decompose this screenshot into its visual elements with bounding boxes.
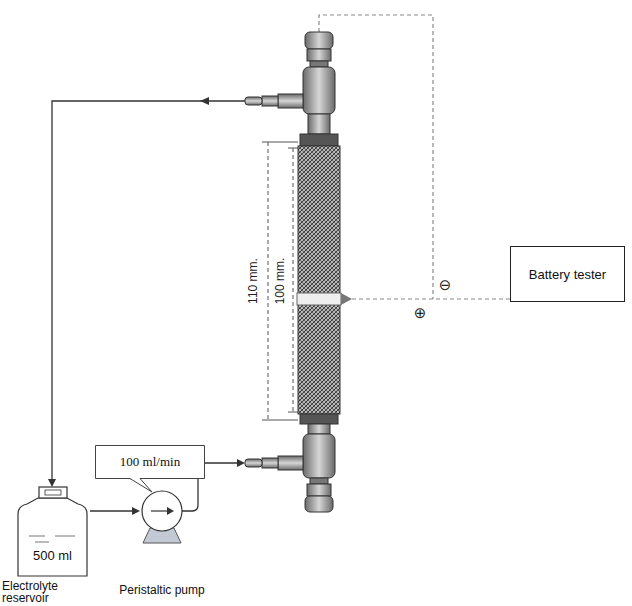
volume-label: 500 ml: [15, 548, 90, 563]
bottom-ring: [310, 478, 328, 484]
battery-tester-box: Battery tester: [510, 246, 625, 302]
dimension-label: 110 mm.: [247, 258, 260, 304]
reservoir-bottle: [15, 486, 90, 580]
positive-wire: [352, 298, 510, 299]
top-neck: [308, 114, 330, 134]
electrolyte-reservoir: 500 mlElectrolyte reservoir: [15, 486, 90, 580]
flow-rate-callout: 100 ml/min: [95, 445, 205, 479]
top-seal: [300, 134, 338, 146]
reservoir-label: Electrolyte reservoir: [2, 580, 82, 604]
pump-symbol: [140, 490, 184, 544]
bottom-seal: [300, 414, 338, 424]
tube-line: [90, 510, 133, 511]
terminal-pointer: [341, 293, 352, 305]
cap-detail: [45, 490, 61, 495]
top-body: [303, 67, 335, 114]
bottom-port-tip: [245, 459, 262, 467]
box-label: Battery tester: [525, 267, 610, 282]
bottom-port: [262, 458, 278, 468]
flow-rate-text: 100 ml/min: [120, 454, 180, 470]
bottom-body: [303, 434, 335, 478]
dimension-tick: [288, 148, 298, 412]
dimension-tick: [262, 142, 298, 420]
flow-arrowhead: [237, 459, 245, 467]
dimension-label: 100 mm.: [274, 258, 287, 305]
liquid-level: [29, 536, 75, 542]
bottom-port-nut: [278, 456, 303, 470]
flow-arrowhead: [48, 479, 56, 487]
callout-shape: [96, 446, 205, 493]
peristaltic-pump: Peristaltic pump: [140, 490, 184, 544]
bottom-nut: [307, 484, 331, 496]
terminal-symbol: ⊕: [414, 305, 427, 322]
flow-arrowhead: [200, 97, 209, 105]
pump-arrowhead: [167, 507, 174, 515]
bottle-body: [18, 498, 87, 576]
bottle-cap: [39, 487, 67, 498]
return-tube: [48, 97, 245, 487]
terminal-symbol: ⊖: [439, 277, 452, 294]
tube-line: [52, 101, 245, 480]
pump-label: Peristaltic pump: [119, 584, 204, 597]
top-nut: [307, 49, 331, 61]
pump-rotor: [142, 491, 182, 531]
bottom-cap: [305, 496, 333, 512]
flow-connector: [90, 507, 140, 515]
dimension-line: [262, 142, 298, 420]
top-cap: [305, 32, 333, 49]
current-collector-band: [297, 293, 341, 305]
electrical-wire: [319, 15, 510, 299]
top-port-tip: [245, 97, 262, 105]
flow-arrowhead: [132, 507, 140, 515]
dimension-100: [293, 148, 294, 412]
top-port: [262, 96, 278, 106]
top-ring: [310, 61, 328, 67]
dimension-110: [268, 142, 269, 420]
flow-cell-column: [245, 32, 352, 512]
pump-arrow: [151, 510, 168, 511]
bottom-neck: [308, 424, 330, 434]
electrode-tube: [298, 146, 340, 414]
top-port-nut: [278, 94, 303, 108]
